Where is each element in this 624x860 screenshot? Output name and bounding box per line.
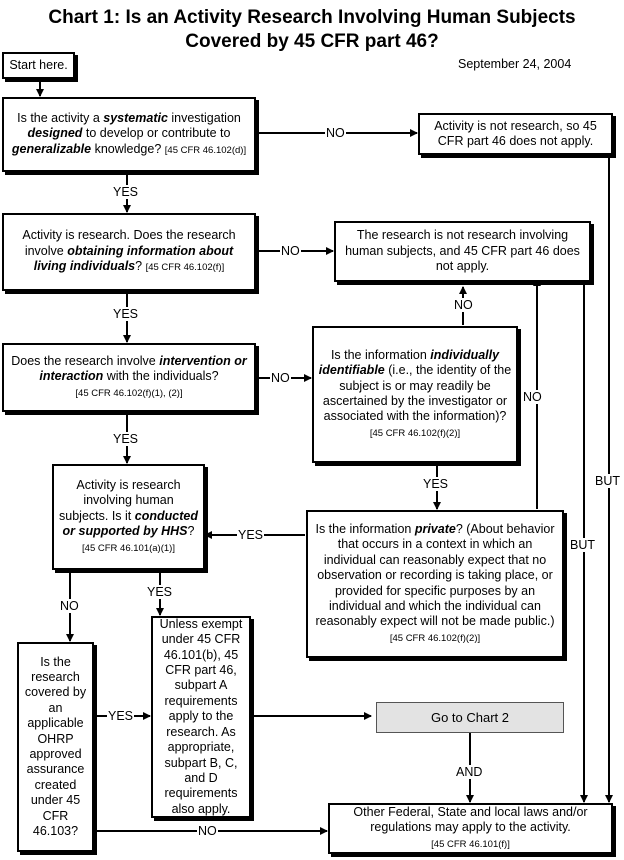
label-but-2: BUT — [569, 538, 596, 552]
label-yes-q3: YES — [112, 432, 140, 446]
label-yes-q2: YES — [112, 307, 140, 321]
label-no-q6: NO — [522, 390, 543, 404]
q1-systematic-box: Is the activity a systematic investigati… — [2, 97, 256, 172]
chart-title-line-1: Chart 1: Is an Activity Research Involvi… — [48, 7, 576, 28]
subpart-requirements-box: Unless exempt under 45 CFR 46.101(b), 45… — [151, 616, 251, 818]
label-no-q7: NO — [197, 824, 218, 838]
label-but-1: BUT — [594, 474, 621, 488]
other-laws-box: Other Federal, State and local laws and/… — [328, 803, 613, 854]
label-yes-q7: YES — [107, 709, 135, 723]
q6-private-box: Is the information private? (About behav… — [306, 510, 564, 658]
chart-date: September 24, 2004 — [458, 57, 572, 71]
label-no-q5: NO — [59, 599, 80, 613]
q3-intervention-box: Does the research involve intervention o… — [2, 343, 256, 412]
q4-identifiable-box: Is the information individually identifi… — [312, 326, 518, 463]
label-yes-q6: YES — [237, 528, 265, 542]
label-no-q3: NO — [270, 371, 291, 385]
q5-hhs-box: Activity is research involving human sub… — [52, 464, 205, 570]
start-box: Start here. — [2, 52, 75, 79]
label-no-q2: NO — [280, 244, 301, 258]
label-yes-q4: YES — [422, 477, 450, 491]
not-research-box: Activity is not research, so 45 CFR part… — [418, 113, 613, 155]
q7-assurance-box: Is the research covered by an applicable… — [17, 642, 94, 852]
label-yes-q5: YES — [146, 585, 174, 599]
chart-title-line-2: Covered by 45 CFR part 46? — [185, 31, 439, 52]
label-no-q1: NO — [325, 126, 346, 140]
label-and: AND — [455, 765, 484, 779]
not-human-subjects-box: The research is not research involving h… — [334, 221, 591, 282]
q2-living-individuals-box: Activity is research. Does the research … — [2, 213, 256, 291]
go-to-chart-2-box: Go to Chart 2 — [376, 702, 564, 733]
label-yes-q1: YES — [112, 185, 140, 199]
label-no-q4: NO — [453, 298, 474, 312]
